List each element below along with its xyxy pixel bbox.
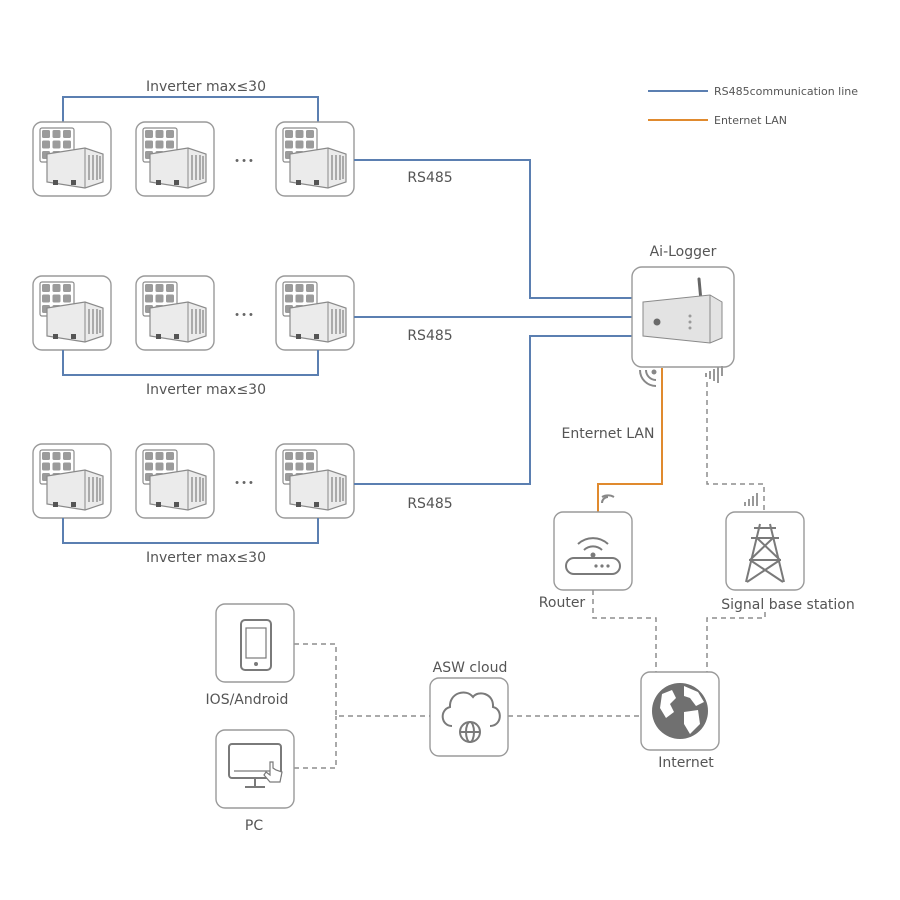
logger-cellular-line [706,382,765,512]
tower-icon [745,523,785,583]
wireless-signal-icon [639,369,657,387]
router-internet-line [592,590,657,672]
internet-box [640,671,720,751]
globe-icon [652,683,708,739]
base-internet-line [706,612,766,672]
phone-label: IOS/Android [206,692,289,708]
group3-rs485-line [354,335,632,485]
pc-label: PC [245,818,263,834]
pc-box [215,729,295,809]
pc-cloud-line [294,716,337,769]
group1-rs485-label: RS485 [407,170,452,186]
group2-label: Inverter max≤30 [146,382,266,398]
legend-lan-label: Enternet LAN [714,114,787,127]
lan-line [597,368,663,512]
cloud-icon [441,691,501,727]
group1-bus-line [62,96,319,122]
inverter-icon [32,275,112,351]
inverter-icon [275,275,355,351]
phone-cloud-line [294,643,430,717]
router-box [553,511,633,591]
internet-label: Internet [658,755,714,771]
cellular-signal-icon [744,493,758,506]
lan-label: Enternet LAN [562,426,655,442]
logger-box [631,266,735,368]
router-label: Router [539,595,586,611]
inverter-icon [135,121,215,197]
inverter-icon [32,121,112,197]
logger-label: Ai-Logger [650,244,717,260]
wifi-signal-icon [601,494,615,504]
phone-icon [240,619,272,671]
group3-rs485-label: RS485 [407,496,452,512]
monitor-icon [228,743,282,788]
group2-bus-line [62,350,319,376]
inverter-icon [135,275,215,351]
inverter-icon [275,121,355,197]
cloud-label: ASW cloud [433,660,508,676]
inverter-icon [275,443,355,519]
ellipsis: • • • [235,309,253,321]
ellipsis: • • • [235,477,253,489]
ellipsis: • • • [235,155,253,167]
inverter-icon [32,443,112,519]
globe-icon [459,721,481,743]
group1-rs485-line [354,159,632,299]
cellular-signal-icon [705,366,723,383]
legend-rs485-label: RS485communication line [714,85,858,98]
cloud-box [429,677,509,757]
group2-rs485-label: RS485 [407,328,452,344]
hand-pointer-icon [263,761,283,783]
base-station-label: Signal base station [721,597,854,613]
group3-bus-line [62,518,319,544]
group1-label: Inverter max≤30 [146,79,266,95]
inverter-icon [135,443,215,519]
base-station-box [725,511,805,591]
group3-label: Inverter max≤30 [146,550,266,566]
phone-box [215,603,295,683]
